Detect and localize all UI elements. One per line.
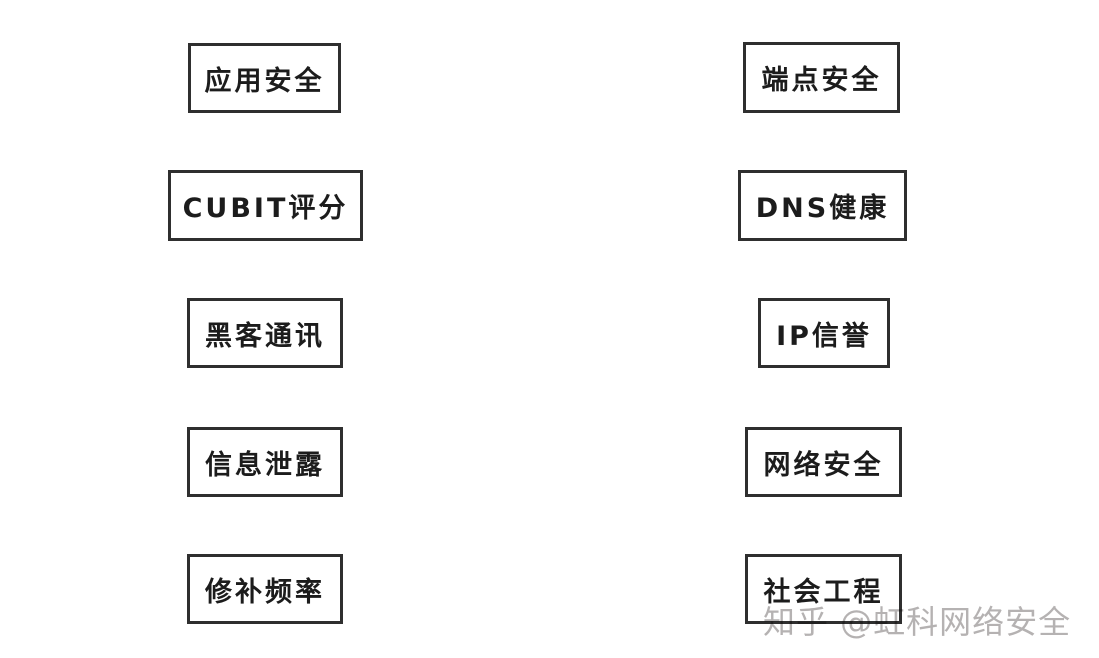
box-patching-frequency: 修补频率 xyxy=(187,554,343,624)
box-ip-reputation: IP信誉 xyxy=(758,298,890,368)
box-information-leakage: 信息泄露 xyxy=(187,427,343,497)
box-social-engineering: 社会工程 xyxy=(745,554,902,624)
box-dns-health: DNS健康 xyxy=(738,170,907,241)
box-application-security: 应用安全 xyxy=(188,43,341,113)
box-network-security: 网络安全 xyxy=(745,427,902,497)
box-endpoint-security: 端点安全 xyxy=(743,42,900,113)
box-cubit-score: CUBIT评分 xyxy=(168,170,363,241)
box-hacker-communication: 黑客通讯 xyxy=(187,298,343,368)
